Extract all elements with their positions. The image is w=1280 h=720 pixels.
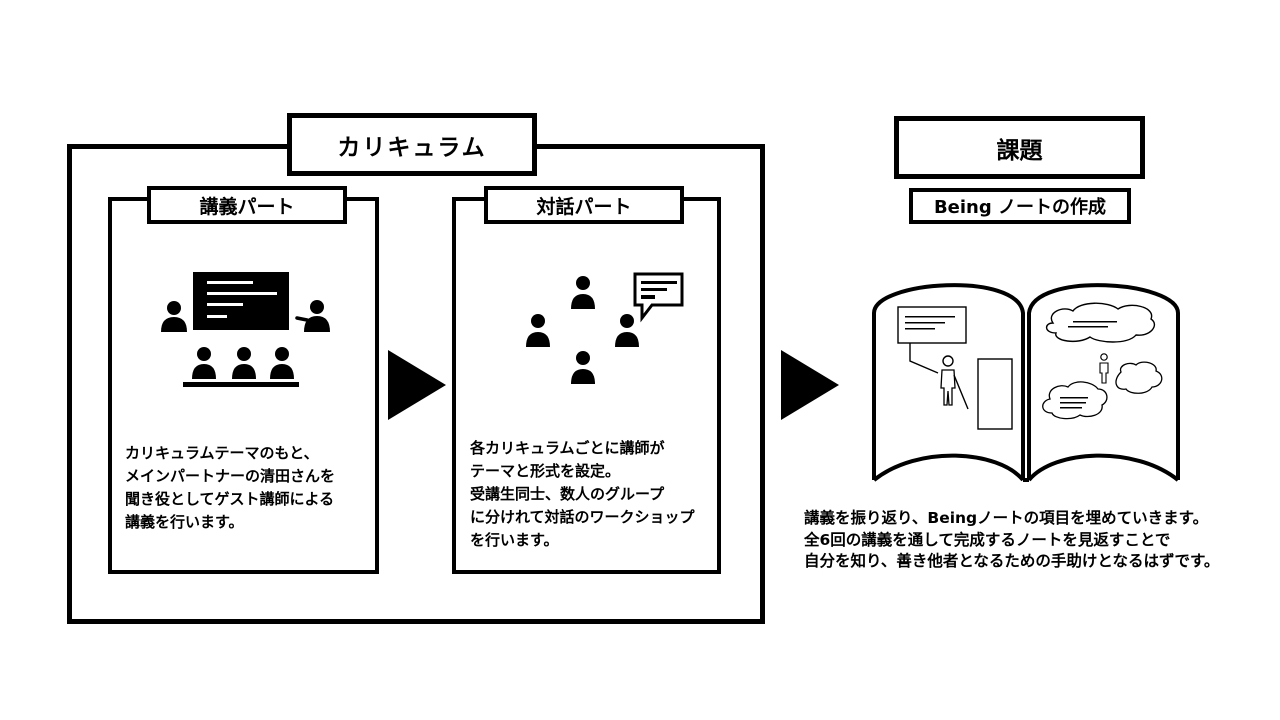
right-triangle-arrow-icon — [781, 350, 839, 420]
lecture-part-description: カリキュラムテーマのもと、 メインパートナーの清田さんを 聞き役としてゲスト講師… — [125, 444, 336, 531]
lecture-part-title-text: 講義パート — [199, 195, 295, 218]
assignment-subtitle: Being ノートの作成 — [909, 188, 1131, 224]
assignment-subtitle-text: Being ノートの作成 — [933, 197, 1107, 218]
right-triangle-arrow-icon — [388, 350, 446, 420]
assignment-title-text: 課題 — [996, 137, 1043, 164]
lecture-part-title: 講義パート — [147, 186, 347, 224]
dialogue-part-title-text: 対話パート — [536, 195, 632, 218]
lecture-classroom-icon — [161, 272, 330, 387]
dialogue-part-description: 各カリキュラムごとに講師が テーマと形式を設定。 受講生同士、数人のグループ に… — [470, 439, 695, 549]
open-notebook-icon — [872, 283, 1180, 482]
curriculum-title-text: カリキュラム — [337, 134, 487, 161]
group-dialogue-icon — [526, 272, 684, 384]
dialogue-part-title: 対話パート — [484, 186, 684, 224]
assignment-description: 講義を振り返り、Beingノートの項目を埋めていきます。 全6回の講義を通して完… — [804, 509, 1220, 570]
dialogue-part-card — [452, 197, 721, 574]
curriculum-title: カリキュラム — [287, 113, 537, 176]
assignment-title: 課題 — [894, 116, 1145, 179]
